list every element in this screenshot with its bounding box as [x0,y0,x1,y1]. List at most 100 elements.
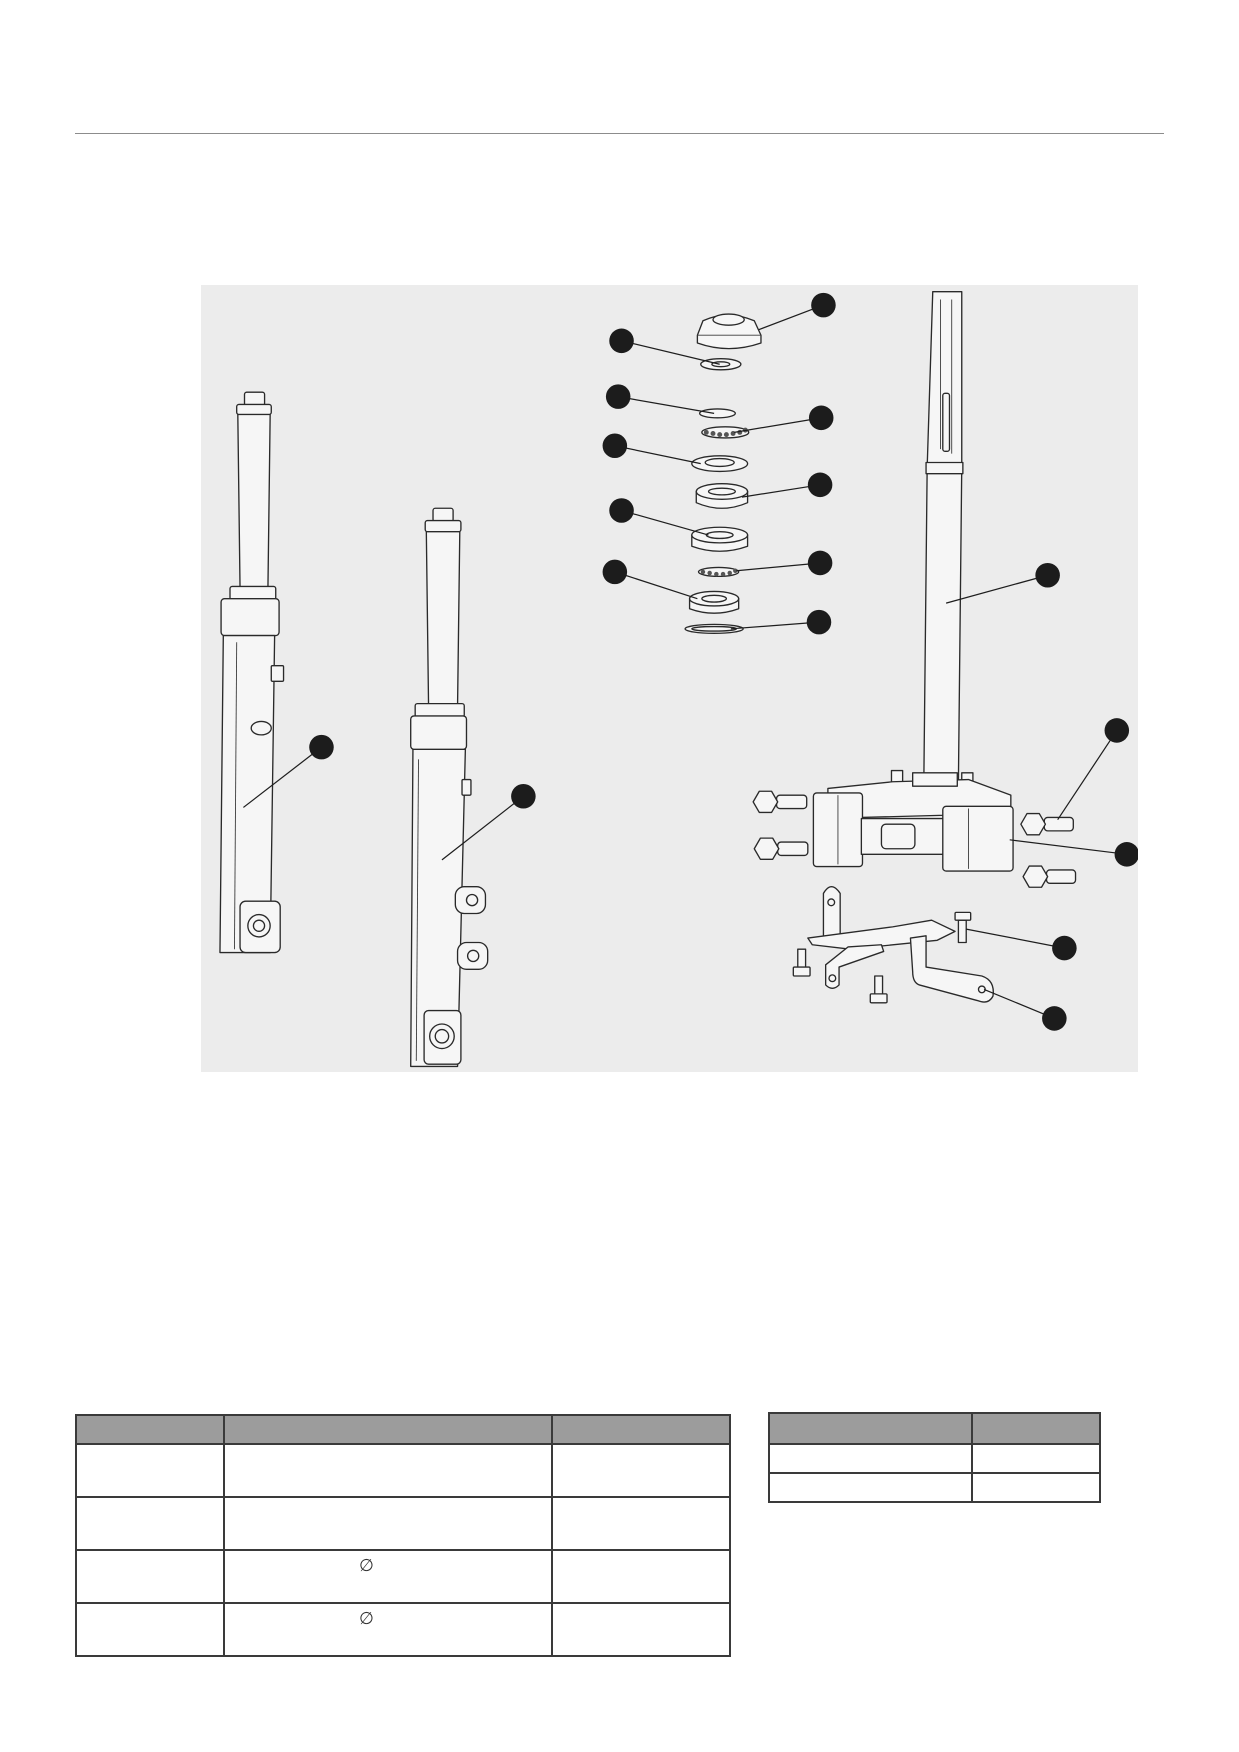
leader-line [614,445,701,465]
bracket-left-arm [824,944,885,989]
leader-line [736,562,821,572]
callout-marker [1104,718,1130,743]
table-row [768,1443,1101,1474]
diameter-symbol: ∅ [359,1556,374,1576]
table-cell [768,1472,973,1503]
bolt-hex-head [753,837,780,861]
callout-marker [602,559,628,585]
table-header-cell [971,1412,1101,1445]
screw-head [792,966,811,977]
fork-cap-bolt [432,507,454,523]
leader-line [1057,730,1118,821]
table-cell: ∅ [223,1602,553,1657]
table-row [75,1443,731,1498]
clamp-right-block [942,805,1014,872]
bracket-screw-right [954,911,972,944]
fork-inner-tube [237,413,271,590]
leader-line [614,571,698,600]
callout-marker [807,472,833,498]
fork-tab [270,664,285,682]
table-header-cell [768,1412,973,1445]
shading-line [234,642,238,950]
leader-line [1009,839,1127,855]
figure-background [201,285,1138,1072]
fork-dust-seal [410,715,468,751]
steering-bearing-stack [684,313,762,634]
callout-marker [811,292,836,318]
table-cell [551,1549,731,1604]
fork-seal-ring [414,702,465,718]
fork-cap-bolt [243,391,266,407]
bolt-shank [777,841,809,857]
table-cell [223,1443,553,1498]
fork-tab [461,778,472,796]
table-cell [971,1472,1101,1503]
fork-inner-tube [425,531,461,707]
diameter-symbol: ∅ [359,1609,374,1629]
leader-line [730,621,820,630]
fork-axle-hole-inner [434,1028,450,1044]
callout-marker [511,783,536,809]
dust-seal-ring-inner [691,625,738,632]
adjusting-ring [698,408,736,419]
leader-line [618,396,715,414]
table-cell [971,1443,1101,1474]
shading-line [415,759,419,1061]
spec-table-left: ∅ ∅ [75,1414,731,1657]
table-cell [551,1602,731,1657]
table-cell: ∅ [223,1549,553,1604]
table-cell [75,1602,225,1657]
stem-band [925,461,964,475]
callout-marker [808,405,834,431]
fork-outer-tube [410,748,467,1068]
callout-marker [609,328,634,354]
lower-cone-hole [701,594,728,603]
bearing-ball [707,570,712,576]
callout-marker [1114,842,1138,867]
leader-line [621,340,720,365]
spec-table-right [768,1412,1101,1503]
callout-marker [1052,935,1077,961]
bracket-tab [822,886,841,939]
table-header-row [768,1412,1101,1445]
bracket-screw-middle [869,975,888,1004]
screw-shank [957,919,967,944]
callout-marker [1035,562,1060,588]
bearing-ball [720,571,726,577]
stem-slot-lines [940,299,953,454]
bracket-screw-left [792,948,811,977]
steering-stem-assembly [812,291,1014,872]
table-row: ∅ [75,1549,731,1604]
leader-line [966,928,1065,949]
table-cell [223,1496,553,1551]
bearing-ball [717,432,723,438]
upper-cone-hole [707,487,736,496]
bolt-hex-head [1022,865,1049,888]
steering-nut-top [712,313,745,326]
clamp-bolt-lower-right [1022,865,1077,888]
callout-marker [1042,1006,1067,1031]
table-cell [768,1443,973,1474]
exploded-view-figure [201,285,1138,1072]
bearing-ball [710,431,716,436]
fork-axle-hole-inner [252,919,266,933]
bolt-shank [1043,816,1074,832]
leader-line [441,795,524,861]
right-fork-leg [410,507,489,1068]
screw-shank [874,975,884,997]
bearing-ball [733,568,738,574]
table-row [768,1472,1101,1503]
fork-cap [236,403,272,416]
screw-head [954,911,972,921]
table-cell [75,1549,225,1604]
fork-cap [424,519,462,533]
table-header-cell [551,1414,731,1445]
bolt-hex-head [752,790,779,814]
callout-marker [605,384,631,409]
screw-head [869,993,888,1004]
fork-dust-seal [220,598,280,637]
bearing-ball [714,571,719,577]
callout-marker [806,609,832,635]
table-header-row [75,1414,731,1445]
